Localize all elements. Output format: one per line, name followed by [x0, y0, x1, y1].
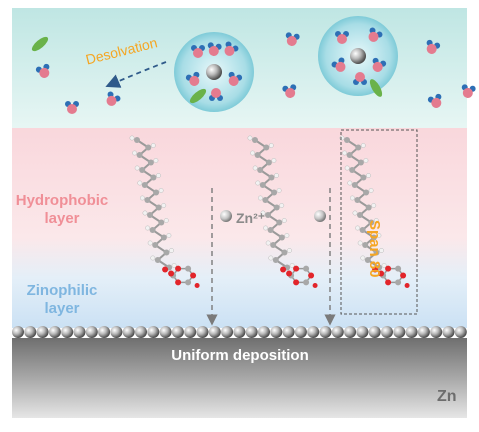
- zinc-atom: [307, 326, 320, 338]
- shell-water-molecules: [185, 27, 387, 101]
- water-molecule-icon: [35, 63, 50, 78]
- zinc-atom: [331, 326, 344, 338]
- zinophilic-label-line2: layer: [44, 300, 80, 317]
- zinc-atom: [417, 326, 430, 338]
- zinc-atom: [282, 326, 295, 338]
- water-molecule-icon: [228, 71, 243, 86]
- zinc-atom: [73, 326, 86, 338]
- zinophilic-label-line1: Zinophilic: [26, 282, 98, 299]
- layer-region: [12, 128, 467, 328]
- uniform-deposition-label: Uniform deposition: [171, 347, 309, 364]
- span80-highlight-box: [340, 129, 418, 315]
- zinc-substrate: [12, 338, 467, 418]
- zinc-atom: [270, 326, 283, 338]
- hydrophobic-label-line2: layer: [44, 210, 80, 227]
- zinc-atom: [98, 326, 111, 338]
- zinc-atom: [258, 326, 270, 338]
- span80-label: Span 80: [366, 220, 383, 278]
- zinc-atom: [110, 326, 123, 338]
- span80-molecule: [247, 135, 318, 288]
- water-molecule-icon: [331, 57, 346, 72]
- zinc-atom: [454, 326, 467, 338]
- zinc-atom: [368, 326, 381, 338]
- zinc-atom: [48, 326, 61, 338]
- zinc-atom: [294, 326, 307, 338]
- zinc-atom: [135, 326, 147, 338]
- zinc-atom: [184, 326, 197, 338]
- zinc-atom: [24, 326, 37, 338]
- green-molecule-icon: [369, 79, 383, 97]
- green-molecule-icon: [31, 36, 49, 52]
- water-molecule-icon: [353, 72, 367, 85]
- green-molecule-icon: [189, 88, 207, 104]
- zinc-atom: [159, 326, 172, 338]
- desolvation-arrow: [105, 61, 167, 88]
- water-molecule-icon: [372, 57, 387, 72]
- span80-molecules: [129, 135, 410, 288]
- water-molecule-icon: [224, 41, 239, 56]
- zinc-atom: [171, 326, 184, 338]
- zn-ion-icon: [220, 210, 232, 222]
- water-molecule-icon: [65, 101, 79, 114]
- zinc-atom: [430, 326, 443, 338]
- water-molecule-icon: [335, 31, 349, 44]
- water-molecule-icon: [282, 84, 297, 98]
- zinc-atom: [85, 326, 98, 338]
- free-water-molecules: [35, 32, 476, 114]
- water-molecule-icon: [368, 27, 383, 42]
- zinc-atom: [12, 326, 24, 338]
- water-molecule-icon: [427, 93, 442, 108]
- water-molecule-icon: [285, 32, 300, 46]
- hydrophobic-label-line1: Hydrophobic: [15, 192, 109, 209]
- zinc-atom: [245, 326, 258, 338]
- zn2-ion-label: Zn²⁺: [236, 210, 266, 226]
- water-molecule-icon: [106, 91, 121, 106]
- zinophilic-layer-label: Zinophilic layer: [12, 282, 112, 318]
- water-molecule-icon: [209, 88, 223, 101]
- zinc-atom: [405, 326, 418, 338]
- zinc-atom: [61, 326, 74, 338]
- zinc-atom-row: [12, 326, 467, 338]
- zinc-atom: [233, 326, 246, 338]
- zinc-atom: [221, 326, 234, 338]
- zinc-atom: [36, 326, 49, 338]
- zinc-atom: [196, 326, 209, 338]
- zinc-atom: [356, 326, 369, 338]
- zn-substrate-label: Zn: [437, 388, 457, 405]
- span80-molecule: [339, 135, 410, 288]
- zinc-atom: [344, 326, 357, 338]
- water-molecule-icon: [461, 84, 476, 98]
- water-molecule-icon: [426, 39, 441, 54]
- water-molecule-icon: [185, 71, 200, 86]
- zn-ion-icon: [314, 210, 326, 222]
- water-molecule-icon: [207, 42, 222, 56]
- zinc-atom: [319, 326, 332, 338]
- zinc-atom: [122, 326, 135, 338]
- zinc-atom: [442, 326, 455, 338]
- water-molecule-icon: [191, 45, 205, 58]
- span80-molecule: [129, 135, 200, 288]
- zinc-atom: [393, 326, 406, 338]
- zinc-atom: [381, 326, 393, 338]
- hydrophobic-layer-label: Hydrophobic layer: [12, 192, 112, 228]
- zinc-atom: [208, 326, 221, 338]
- zinc-atom: [147, 326, 160, 338]
